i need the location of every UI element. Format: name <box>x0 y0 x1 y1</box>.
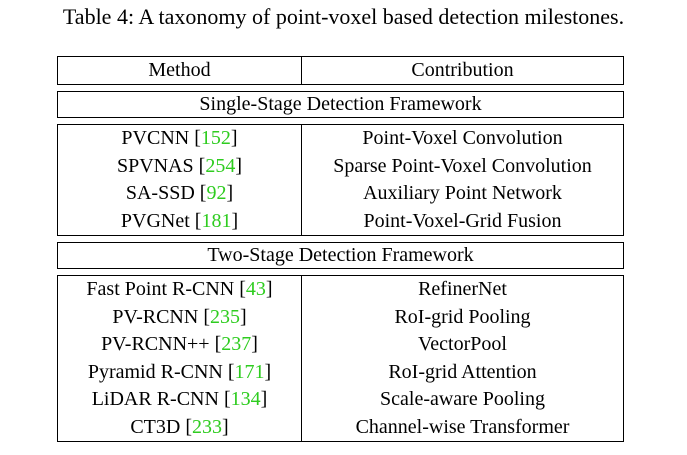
table-row: PV-RCNN++ [237] VectorPool <box>58 331 623 359</box>
method-cell: PV-RCNN++ [237] <box>58 331 302 359</box>
method-name: LiDAR R-CNN <box>91 388 219 410</box>
method-name: PVCNN <box>121 127 190 149</box>
method-name: PVGNet <box>120 209 190 232</box>
citation-link[interactable]: 92 <box>206 182 227 204</box>
citation-link[interactable]: 181 <box>201 209 232 232</box>
table-row: PVCNN [152] Point-Voxel Convolution <box>58 125 623 153</box>
method-name: Fast Point R-CNN <box>86 278 235 300</box>
method-cell: SPVNAS [254] <box>58 152 302 180</box>
citation-link[interactable]: 233 <box>192 415 222 438</box>
table-row: PVGNet [181] Point-Voxel-Grid Fusion <box>58 207 623 235</box>
method-cell: SA-SSD [92] <box>58 180 302 208</box>
table-row: LiDAR R-CNN [134] Scale-aware Pooling <box>58 386 623 414</box>
table-header: Method Contribution <box>57 56 624 85</box>
citation-link[interactable]: 43 <box>245 278 266 300</box>
section-body-two-stage: Fast Point R-CNN [43] RefinerNet PV-RCNN… <box>57 275 624 442</box>
section-title-box: Two-Stage Detection Framework <box>57 242 624 269</box>
citation-link[interactable]: 171 <box>234 360 265 383</box>
contribution-cell: Channel-wise Transformer <box>355 415 570 438</box>
header-method: Method <box>58 57 302 84</box>
method-cell: LiDAR R-CNN [134] <box>58 386 302 414</box>
contribution-cell: Sparse Point-Voxel Convolution <box>333 154 592 177</box>
section-title-two-stage: Two-Stage Detection Framework <box>207 244 474 266</box>
citation-link[interactable]: 235 <box>209 305 240 328</box>
method-cell: Fast Point R-CNN [43] <box>58 276 302 304</box>
contribution-cell: Point-Voxel-Grid Fusion <box>363 209 562 232</box>
method-cell: PV-RCNN [235] <box>58 303 302 331</box>
table-row: Fast Point R-CNN [43] RefinerNet <box>58 276 623 304</box>
section-body-single-stage: PVCNN [152] Point-Voxel Convolution SPVN… <box>57 124 624 236</box>
contribution-cell: VectorPool <box>418 333 507 355</box>
header-contribution: Contribution <box>411 59 514 81</box>
header-row: Method Contribution <box>58 57 623 84</box>
method-name: Pyramid R-CNN <box>87 360 223 383</box>
method-name: SA-SSD <box>125 182 195 204</box>
citation-link[interactable]: 152 <box>200 127 231 149</box>
table-caption: Table 4: A taxonomy of point-voxel based… <box>62 4 625 29</box>
method-name: PV-RCNN <box>112 305 199 328</box>
contribution-cell: Auxiliary Point Network <box>363 182 562 204</box>
table-row: SPVNAS [254] Sparse Point-Voxel Convolut… <box>58 152 623 180</box>
citation-link[interactable]: 237 <box>221 333 252 355</box>
section-title-box: Single-Stage Detection Framework <box>57 91 624 118</box>
contribution-cell: Point-Voxel Convolution <box>362 127 563 149</box>
citation-link[interactable]: 254 <box>205 154 236 177</box>
contribution-cell: RoI-grid Pooling <box>394 305 531 328</box>
method-cell: PVCNN [152] <box>58 125 302 153</box>
method-name: PV-RCNN++ <box>101 333 210 355</box>
table-row: CT3D [233] Channel-wise Transformer <box>58 413 623 441</box>
method-cell: PVGNet [181] <box>58 207 302 235</box>
contribution-cell: Scale-aware Pooling <box>380 388 545 410</box>
table-row: SA-SSD [92] Auxiliary Point Network <box>58 180 623 208</box>
contribution-cell: RefinerNet <box>418 278 507 300</box>
section-title-single-stage: Single-Stage Detection Framework <box>199 93 482 115</box>
method-name: CT3D <box>130 415 181 438</box>
method-name: SPVNAS <box>116 154 194 177</box>
table-row: PV-RCNN [235] RoI-grid Pooling <box>58 303 623 331</box>
method-cell: CT3D [233] <box>58 413 302 441</box>
citation-link[interactable]: 134 <box>230 388 261 410</box>
contribution-cell: RoI-grid Attention <box>388 360 537 383</box>
table-row: Pyramid R-CNN [171] RoI-grid Attention <box>58 358 623 386</box>
method-cell: Pyramid R-CNN [171] <box>58 358 302 386</box>
